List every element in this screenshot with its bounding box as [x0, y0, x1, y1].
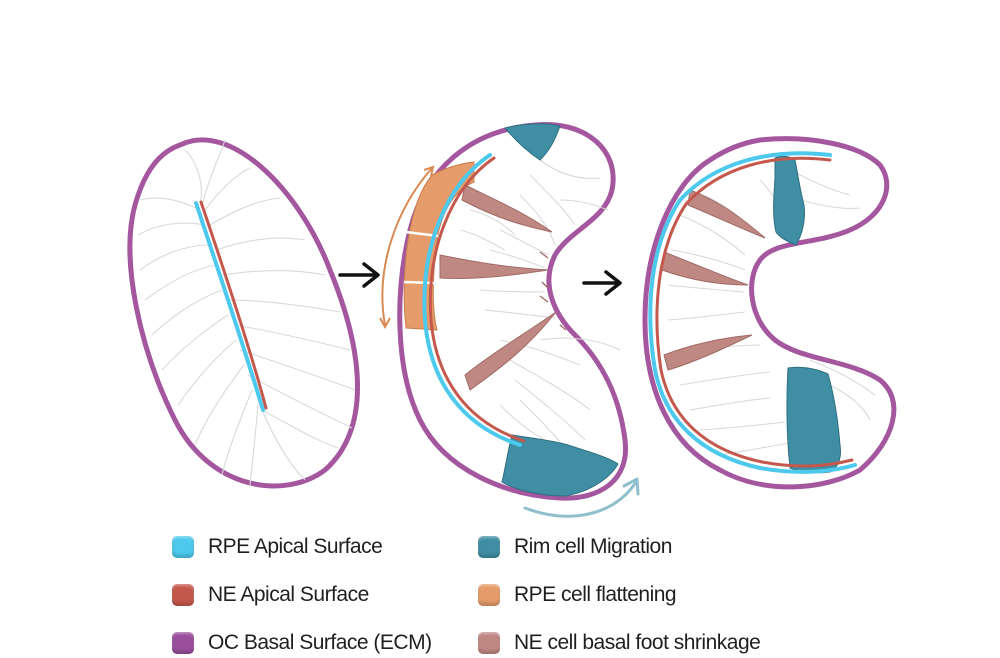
cup2-rim-cells-top: [504, 123, 561, 161]
rim-cell-migration-swatch: [478, 536, 500, 558]
legend-label: NE cell basal foot shrinkage: [514, 631, 761, 654]
legend-item-oc-basal-surface: OC Basal Surface (ECM): [172, 628, 462, 658]
legend-item-ne-basal-foot-shrinkage: NE cell basal foot shrinkage: [478, 628, 778, 658]
rpe-apical-surface-swatch: [172, 536, 194, 558]
rpe-curved-double-arrow: [379, 165, 435, 330]
vesicle-outline: [127, 137, 360, 489]
legend-item-rim-cell-migration: Rim cell Migration: [478, 532, 718, 562]
stage-optic-vesicle: [127, 137, 360, 489]
vesicle-ne-apical-line: [199, 200, 268, 410]
ne-apical-surface-swatch: [172, 584, 194, 606]
legend-item-rpe-apical-surface: RPE Apical Surface: [172, 532, 402, 562]
oc-basal-surface-swatch: [172, 632, 194, 654]
ne-basal-foot-shrinkage-swatch: [478, 632, 500, 654]
legend-label: Rim cell Migration: [514, 535, 672, 558]
stage-invaginating-optic-cup: [379, 121, 640, 518]
cup3-rpe-apical-line: [648, 151, 857, 474]
cup3-ne-apical-line: [655, 156, 854, 468]
cup2-ne-basal-feet: [439, 184, 557, 391]
cup2-rpe-apical-line: [422, 153, 522, 447]
legend-label: OC Basal Surface (ECM): [208, 631, 432, 654]
arrow-right-1: [338, 262, 380, 288]
arrow-right-2: [582, 270, 622, 296]
cup2-rpe-flattening: [403, 161, 475, 331]
cup2-ne-apical-line: [428, 156, 526, 443]
stage-optic-cup: [642, 136, 897, 490]
legend-label: RPE cell flattening: [514, 583, 677, 606]
cup3-ne-basal-feet: [661, 189, 766, 371]
cup3-rim-cells-bottom: [786, 366, 841, 474]
legend-item-ne-apical-surface: NE Apical Surface: [172, 580, 402, 610]
legend-label: RPE Apical Surface: [208, 535, 383, 558]
rim-migration-flow-arrow: [523, 477, 640, 518]
cup2-rim-cells-bottom: [501, 434, 619, 497]
cup2-shrinkage-arrows: [539, 251, 567, 331]
rpe-cell-flattening-swatch: [478, 584, 500, 606]
legend-label: NE Apical Surface: [208, 583, 369, 606]
cup2-fibers: [459, 159, 621, 461]
legend-item-rpe-cell-flattening: RPE cell flattening: [478, 580, 718, 610]
vesicle-rpe-apical-line: [194, 201, 265, 412]
